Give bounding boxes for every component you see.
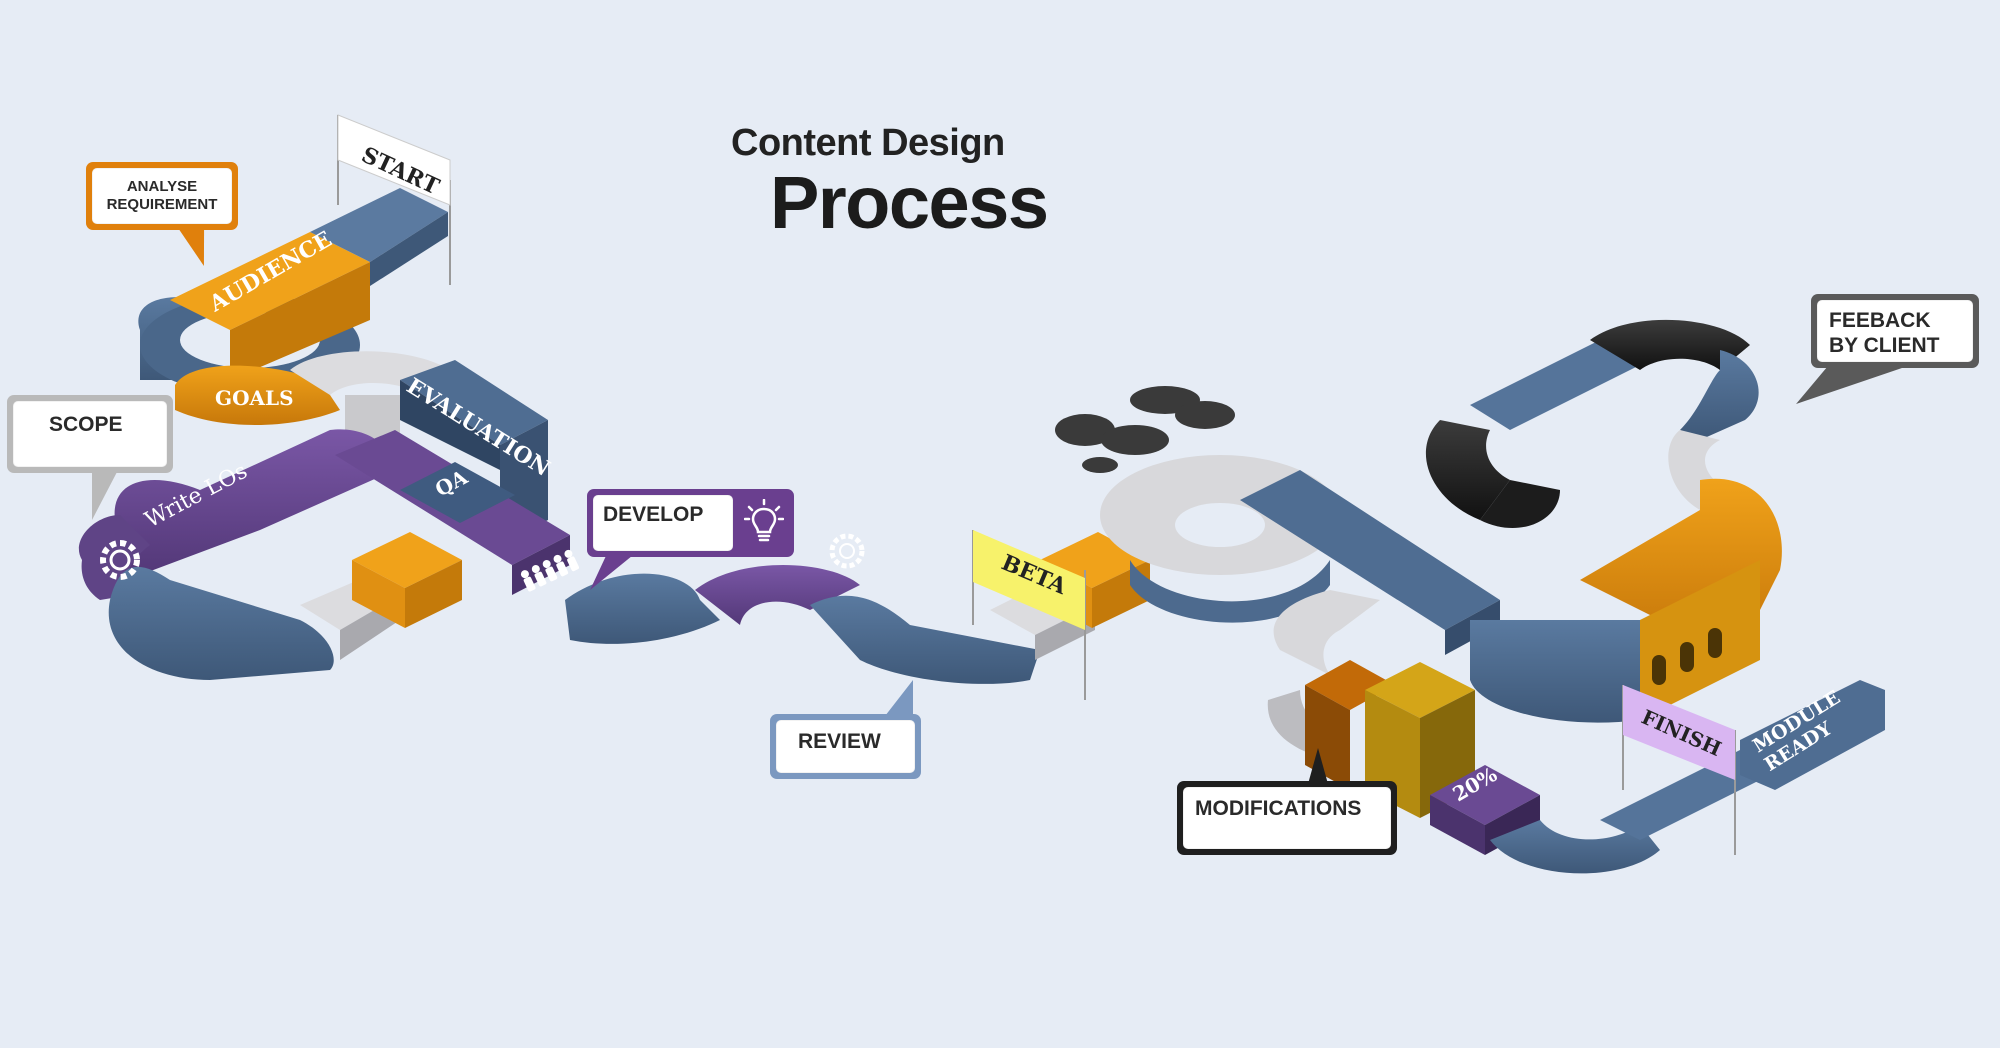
- road-segment: [1425, 420, 1510, 520]
- people-icon: [520, 549, 580, 592]
- lightbulb-icon: [744, 499, 784, 542]
- cloud-icon: [1055, 386, 1235, 473]
- road-audience-side: [230, 262, 370, 380]
- cube-orange-front: [352, 560, 405, 628]
- callout-develop: DEVELOP: [587, 489, 794, 557]
- callout-modifications: MODIFICATIONS: [1177, 781, 1397, 855]
- road-segment: [1470, 335, 1650, 430]
- road-goals-label: GOALS: [215, 386, 294, 410]
- road-qa: [400, 462, 515, 523]
- road-segment: [370, 212, 448, 286]
- title-content-design: Content Design: [731, 122, 1005, 164]
- callout-feedback-text: FEEBACK BY CLIENT: [1817, 300, 1973, 362]
- callout-tail: [92, 472, 117, 520]
- road-segment: [310, 188, 448, 262]
- callout-tail: [885, 680, 913, 716]
- road-write-los: [108, 429, 396, 575]
- road-segment: [810, 595, 1040, 684]
- road-segment: [400, 380, 500, 470]
- road-segment: [1680, 350, 1759, 440]
- title-process: Process: [770, 161, 1049, 244]
- flag-finish: [1623, 685, 1735, 780]
- road-evaluation: [400, 360, 548, 445]
- road-segment: [695, 565, 860, 625]
- gear-icon: [100, 540, 140, 580]
- flag-start: [337, 114, 451, 206]
- road-segment: [78, 515, 150, 600]
- road-segment: [1590, 319, 1750, 370]
- road-segment: [1640, 560, 1760, 720]
- road-module-ready: [1740, 680, 1885, 790]
- road-goals: [175, 365, 340, 425]
- cube-orange: [352, 532, 462, 588]
- road-segment: [1273, 590, 1380, 675]
- callout-scope: SCOPE: [7, 395, 173, 473]
- callout-feedback: FEEBACK BY CLIENT: [1811, 294, 1979, 368]
- callout-analyse-requirement: ANALYSE REQUIREMENT: [86, 162, 238, 230]
- gear-icon: [829, 533, 865, 569]
- road-segment: [108, 566, 334, 680]
- road-audience: [170, 232, 370, 330]
- cube-orange-side: [405, 560, 462, 628]
- road-segment: [1490, 820, 1660, 874]
- callout-review: REVIEW: [770, 714, 921, 779]
- callout-develop-text: DEVELOP: [593, 495, 733, 551]
- arch-holes: [1652, 628, 1722, 685]
- road-hole: [1175, 503, 1265, 547]
- road-segment: [1470, 620, 1640, 723]
- callout-tail: [1308, 748, 1328, 784]
- road-segment: [1130, 560, 1330, 623]
- road-segment: [1240, 470, 1500, 630]
- road-segment: [565, 573, 720, 644]
- callout-analyse-text: ANALYSE REQUIREMENT: [92, 168, 232, 224]
- flag-beta: [973, 530, 1085, 630]
- block-percent-front: [1430, 795, 1485, 855]
- callout-review-text: REVIEW: [776, 720, 915, 773]
- callout-scope-text: SCOPE: [13, 401, 167, 467]
- road-segment: [1480, 480, 1560, 529]
- callout-modifications-text: MODIFICATIONS: [1183, 787, 1391, 849]
